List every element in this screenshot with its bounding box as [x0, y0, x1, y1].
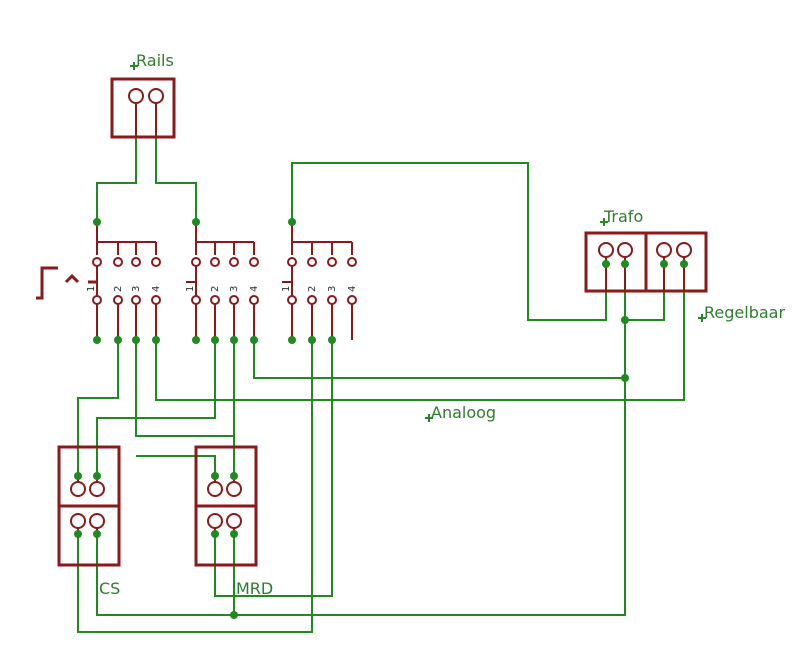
pin-label: 1: [185, 286, 196, 292]
wire-switch3-top: [291, 162, 607, 321]
mrd-connector: [194, 445, 258, 567]
pin-label: 3: [131, 286, 142, 292]
trafo-label-cross: [600, 218, 608, 226]
wire-cs-bottom-right: [96, 530, 234, 616]
wire-cs-bottom-left: [77, 340, 313, 633]
pin-label: 4: [347, 286, 358, 292]
wire-s1-p2-cs: [77, 340, 119, 476]
pin-label: 2: [210, 286, 221, 292]
analoog-label: Analoog: [431, 403, 496, 422]
wire-trafo-inner: [624, 270, 665, 321]
pin-label: 2: [113, 286, 124, 292]
regelbaar-label: Regelbaar: [704, 303, 785, 322]
switch-3: 1 2 3 4: [281, 222, 358, 340]
wire-mrd-left: [136, 455, 216, 476]
wires: [77, 136, 685, 633]
switch-actuator-icon: [36, 266, 96, 300]
pin-label: 3: [327, 286, 338, 292]
wire-trafo-common: [234, 320, 626, 616]
pin-label: 4: [249, 286, 260, 292]
rails-label-cross: [130, 62, 138, 70]
pin-label: 1: [281, 286, 292, 292]
wire-rails-left: [96, 136, 137, 222]
pin-label: 2: [307, 286, 318, 292]
trafo-label: Trafo: [603, 207, 643, 226]
regelbaar-label-cross: [698, 314, 706, 322]
rails-connector: [110, 77, 176, 139]
wire-rails-right: [155, 136, 197, 222]
cs-label: CS: [99, 579, 120, 598]
wire-regelbaar: [155, 270, 685, 401]
mrd-label: MRD: [236, 579, 273, 598]
analoog-label-cross: [425, 414, 433, 422]
wire-mrd-bottom-left: [214, 340, 333, 597]
rails-label: Rails: [136, 51, 174, 70]
switch-2: 1 2 3 4: [185, 222, 260, 340]
pin-label: 3: [229, 286, 240, 292]
junction-dots: [74, 218, 688, 619]
cs-connector: [57, 445, 121, 567]
pin-label: 4: [151, 286, 162, 292]
wire-analoog-trafo: [253, 340, 625, 379]
switch-1: 1 2 3 4: [36, 222, 162, 340]
pin-label: 1: [86, 286, 97, 292]
